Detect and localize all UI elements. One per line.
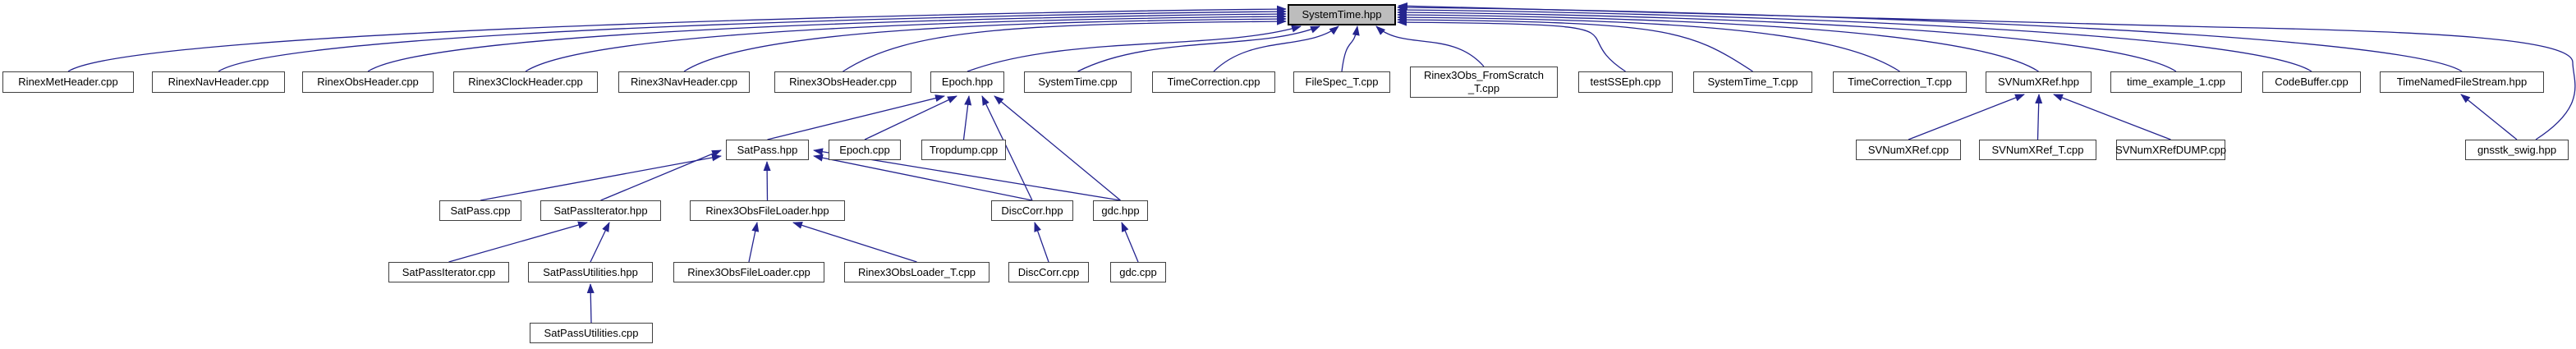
edge-rinex3obs-fromscratch-t-cpp-to-systemtime-hpp: [1375, 25, 1485, 67]
edge-codebuffer-cpp-to-systemtime-hpp: [1397, 6, 2312, 72]
node-codebuffer-cpp[interactable]: CodeBuffer.cpp: [2262, 71, 2361, 93]
node-svnumxref-t-cpp[interactable]: SVNumXRef_T.cpp: [1979, 140, 2096, 160]
edge-svnumxref-t-cpp-to-svnumxref-hpp: [2035, 94, 2043, 140]
node-disccorr-hpp[interactable]: DiscCorr.hpp: [991, 200, 1073, 221]
node-satpassiterator-hpp[interactable]: SatPassIterator.hpp: [540, 200, 661, 221]
edge-rinex3obsheader-cpp-to-systemtime-hpp: [843, 17, 1287, 72]
node-satpassutilities-cpp[interactable]: SatPassUtilities.cpp: [530, 323, 653, 343]
edge-tropdump-cpp-to-epoch-hpp: [962, 95, 972, 140]
edge-satpass-cpp-to-satpass-hpp: [480, 154, 722, 201]
node-satpassiterator-cpp[interactable]: SatPassIterator.cpp: [388, 262, 509, 282]
node-rinex3navheader-cpp[interactable]: Rinex3NavHeader.cpp: [618, 71, 750, 93]
node-rinex3obsheader-cpp[interactable]: Rinex3ObsHeader.cpp: [774, 71, 911, 93]
node-rinexobsheader-cpp[interactable]: RinexObsHeader.cpp: [302, 71, 434, 93]
edge-rinexnavheader-cpp-to-systemtime-hpp: [218, 7, 1287, 72]
edge-systemtime-cpp-to-systemtime-hpp: [1077, 25, 1320, 72]
node-timecorrection-t-cpp[interactable]: TimeCorrection_T.cpp: [1833, 71, 1967, 93]
node-label-line: _T.cpp: [1467, 82, 1500, 94]
edge-svnumxrefdump-cpp-to-svnumxref-hpp: [2053, 94, 2171, 140]
edge-disccorr-hpp-to-satpass-hpp: [813, 154, 1033, 201]
edge-svnumxref-hpp-to-systemtime-hpp: [1397, 11, 2039, 72]
edge-testsseph-cpp-to-systemtime-hpp: [1397, 18, 1626, 72]
node-epoch-hpp[interactable]: Epoch.hpp: [930, 71, 1004, 93]
node-rinex3obs-fromscratch-t-cpp[interactable]: Rinex3Obs_FromScratch_T.cpp: [1410, 67, 1558, 98]
edge-rinex3obsfileloader-hpp-to-satpass-hpp: [763, 161, 771, 201]
edge-epoch-hpp-to-systemtime-hpp: [967, 25, 1302, 72]
node-rinex3obsloader-t-cpp[interactable]: Rinex3ObsLoader_T.cpp: [844, 262, 990, 282]
node-svnumxref-hpp[interactable]: SVNumXRef.hpp: [1986, 71, 2092, 93]
node-label-line: Rinex3Obs_FromScratch: [1424, 69, 1544, 82]
edge-satpassiterator-cpp-to-satpassiterator-hpp: [448, 221, 588, 263]
node-time-example-1-cpp[interactable]: time_example_1.cpp: [2110, 71, 2242, 93]
node-rinex3obsfileloader-cpp[interactable]: Rinex3ObsFileLoader.cpp: [673, 262, 824, 282]
node-rinex3clockheader-cpp[interactable]: Rinex3ClockHeader.cpp: [453, 71, 598, 93]
node-epoch-cpp[interactable]: Epoch.cpp: [829, 140, 901, 160]
edge-time-example-1-cpp-to-systemtime-hpp: [1397, 8, 2177, 72]
node-satpass-cpp[interactable]: SatPass.cpp: [439, 200, 521, 221]
edge-epoch-cpp-to-epoch-hpp: [864, 95, 957, 140]
edge-systemtime-t-cpp-to-systemtime-hpp: [1397, 16, 1753, 72]
edge-timecorrection-cpp-to-systemtime-hpp: [1213, 25, 1339, 72]
node-filespec-t-cpp[interactable]: FileSpec_T.cpp: [1293, 71, 1390, 93]
edge-timecorrection-t-cpp-to-systemtime-hpp: [1397, 13, 1900, 72]
node-systemtime-hpp[interactable]: SystemTime.hpp: [1288, 4, 1396, 25]
edge-gnsstk-swig-hpp-to-timenamedfilestream-hpp: [2460, 94, 2518, 140]
node-systemtime-t-cpp[interactable]: SystemTime_T.cpp: [1693, 71, 1812, 93]
edge-rinexmetheader-cpp-to-systemtime-hpp: [67, 5, 1287, 72]
node-rinexmetheader-cpp[interactable]: RinexMetHeader.cpp: [2, 71, 134, 93]
node-svnumxref-cpp[interactable]: SVNumXRef.cpp: [1856, 140, 1961, 160]
edge-satpass-hpp-to-epoch-hpp: [767, 94, 945, 140]
edge-gdc-hpp-to-epoch-hpp: [994, 95, 1121, 201]
edge-rinex3clockheader-cpp-to-systemtime-hpp: [525, 12, 1287, 72]
node-testsseph-cpp[interactable]: testSSEph.cpp: [1578, 71, 1673, 93]
edge-svnumxref-cpp-to-svnumxref-hpp: [1908, 94, 2025, 140]
edge-rinexobsheader-cpp-to-systemtime-hpp: [367, 10, 1287, 72]
edge-rinex3obsfileloader-cpp-to-rinex3obsfileloader-hpp: [748, 222, 760, 263]
node-timecorrection-cpp[interactable]: TimeCorrection.cpp: [1152, 71, 1275, 93]
node-systemtime-cpp[interactable]: SystemTime.cpp: [1024, 71, 1132, 93]
node-timenamedfilestream-hpp[interactable]: TimeNamedFileStream.hpp: [2380, 71, 2544, 93]
edge-rinex3obsloader-t-cpp-to-rinex3obsfileloader-hpp: [792, 222, 917, 263]
edge-rinex3navheader-cpp-to-systemtime-hpp: [683, 15, 1287, 72]
node-svnumxrefdump-cpp[interactable]: SVNumXRefDUMP.cpp: [2115, 140, 2226, 160]
edge-disccorr-hpp-to-epoch-hpp: [981, 95, 1033, 201]
node-satpassutilities-hpp[interactable]: SatPassUtilities.hpp: [528, 262, 653, 282]
edge-satpassiterator-hpp-to-satpass-hpp: [600, 149, 722, 201]
node-gnsstk-swig-hpp[interactable]: gnsstk_swig.hpp: [2465, 140, 2569, 160]
node-satpass-hpp[interactable]: SatPass.hpp: [726, 140, 809, 160]
node-disccorr-cpp[interactable]: DiscCorr.cpp: [1008, 262, 1089, 282]
edge-satpassutilities-cpp-to-satpassutilities-hpp: [586, 283, 595, 324]
edge-disccorr-cpp-to-disccorr-hpp: [1034, 222, 1049, 263]
node-rinexnavheader-cpp[interactable]: RinexNavHeader.cpp: [152, 71, 285, 93]
node-gdc-hpp[interactable]: gdc.hpp: [1093, 200, 1148, 221]
node-tropdump-cpp[interactable]: Tropdump.cpp: [921, 140, 1006, 160]
edge-gdc-cpp-to-gdc-hpp: [1121, 222, 1139, 263]
edge-satpassutilities-hpp-to-satpassiterator-hpp: [590, 222, 610, 263]
edge-filespec-t-cpp-to-systemtime-hpp: [1341, 25, 1360, 72]
node-gdc-cpp[interactable]: gdc.cpp: [1110, 262, 1166, 282]
node-rinex3obsfileloader-hpp[interactable]: Rinex3ObsFileLoader.hpp: [690, 200, 845, 221]
